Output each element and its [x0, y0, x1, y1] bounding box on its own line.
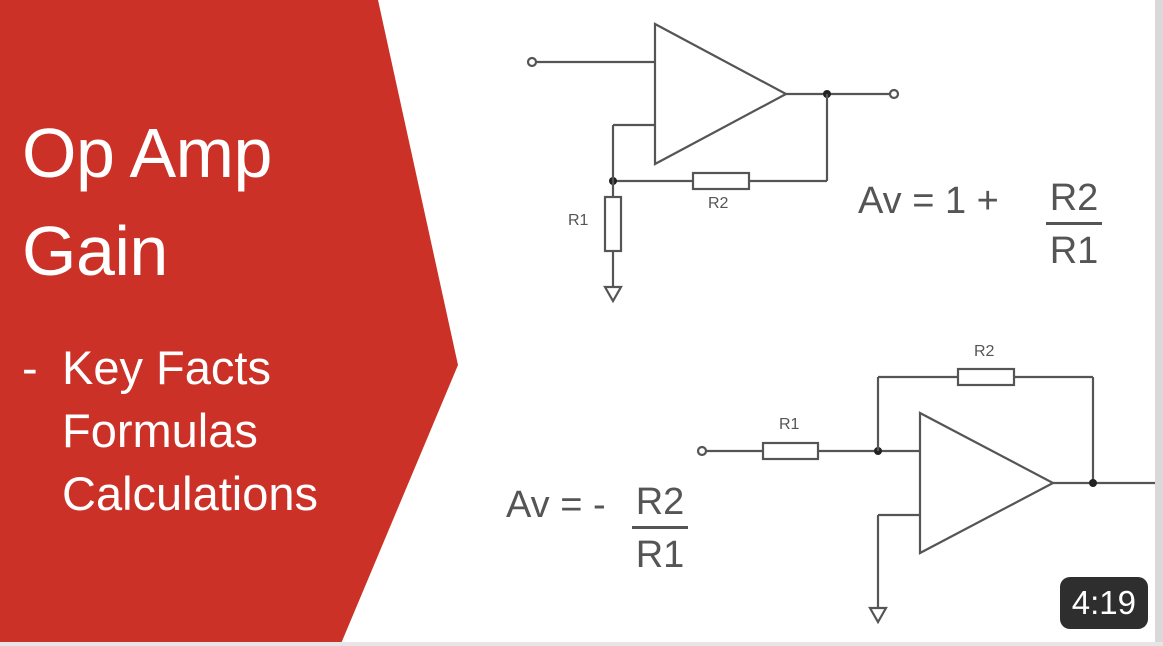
- fact-item-2: Formulas: [62, 404, 258, 457]
- banner-shape: [0, 0, 458, 646]
- r2-label-inverting: R2: [974, 343, 995, 360]
- ground-icon: [868, 606, 888, 625]
- video-duration-badge: 4:19: [1059, 577, 1148, 629]
- thumbnail-bottom-edge: [0, 642, 1163, 646]
- resistor-icon: [956, 367, 1016, 387]
- op-amp-triangle-icon: [918, 411, 1056, 555]
- title-banner: Op Amp Gain - Key Facts Formulas Calcula…: [0, 0, 460, 646]
- terminal-node-icon: [888, 88, 900, 100]
- video-title: Op Amp Gain: [22, 104, 272, 300]
- fraction-bar: [1046, 222, 1102, 225]
- fraction-numerator: R2: [1049, 177, 1099, 219]
- inverting-fraction: R2 R1: [632, 480, 688, 577]
- resistor-icon: [761, 441, 820, 461]
- junction-dot-icon: [1089, 479, 1097, 487]
- fraction-denominator: R1: [635, 534, 685, 576]
- fact-item-1: Key Facts: [62, 341, 271, 394]
- fraction-numerator: R2: [635, 481, 685, 523]
- bullet-dash: -: [22, 341, 38, 394]
- r1-label-noninverting: R1: [568, 212, 589, 229]
- fact-item-3: Calculations: [62, 467, 319, 520]
- resistor-icon: [603, 195, 623, 253]
- title-line-1: Op Amp: [22, 114, 272, 192]
- non-inverting-circuit: [526, 22, 900, 304]
- inverting-circuit: [696, 367, 1163, 625]
- op-amp-triangle-icon: [653, 22, 789, 166]
- inverting-formula-prefix: Av = -: [506, 484, 606, 526]
- fraction-bar: [632, 526, 688, 529]
- r1-label-inverting: R1: [779, 416, 800, 433]
- terminal-node-icon: [696, 445, 708, 457]
- r2-label-noninverting: R2: [708, 195, 729, 212]
- thumbnail-right-edge: [1155, 0, 1163, 646]
- noninverting-formula-prefix: Av = 1 +: [858, 180, 999, 222]
- title-line-2: Gain: [22, 212, 168, 290]
- noninverting-fraction: R2 R1: [1046, 176, 1102, 273]
- terminal-node-icon: [526, 56, 538, 68]
- resistor-icon: [691, 171, 751, 191]
- ground-icon: [603, 285, 623, 304]
- fraction-denominator: R1: [1049, 230, 1099, 272]
